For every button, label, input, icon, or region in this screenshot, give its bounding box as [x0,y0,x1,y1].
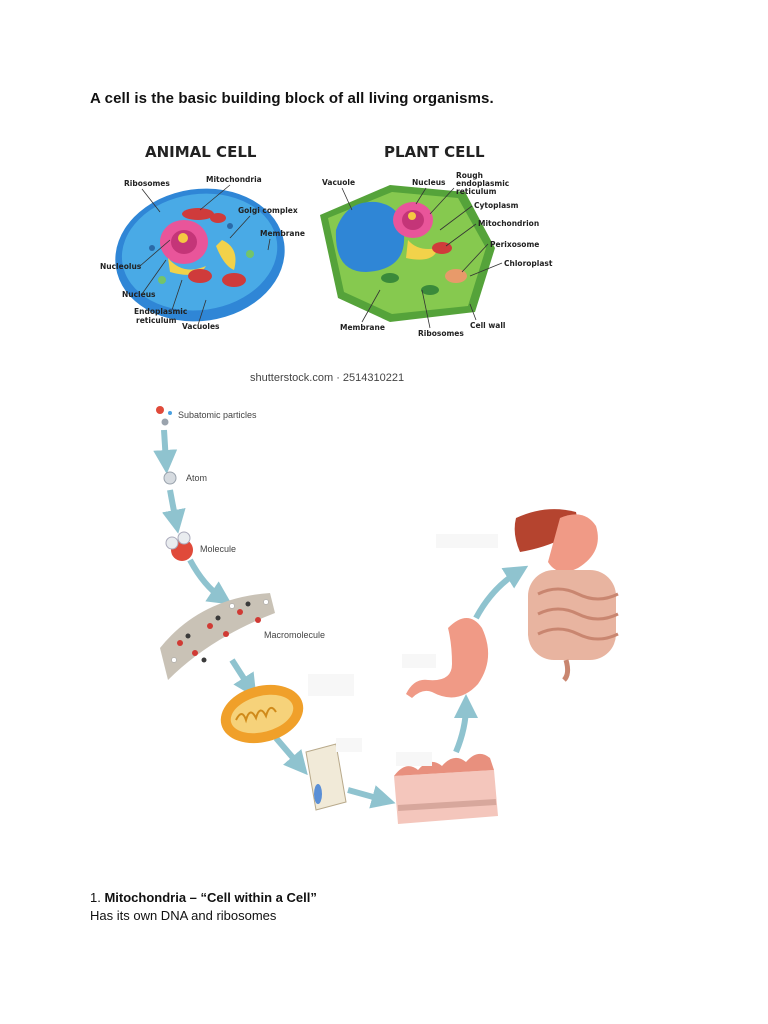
label-plant-membrane: Membrane [340,323,385,332]
label-placeholder-box [402,654,436,668]
animal-cell-illustration [115,188,285,322]
label-animal-membrane: Membrane [260,229,305,238]
label-plant-rough-er-3: reticulum [456,187,497,196]
intro-sentence: A cell is the basic building block of al… [90,90,494,107]
label-placeholder-box [308,674,354,696]
label-animal-er-2: reticulum [136,316,177,325]
label-animal-mitochondria: Mitochondria [206,175,262,184]
levels-of-organization-diagram: Subatomic particles Atom Molecule Macrom… [153,406,619,824]
section-heading: 1. Mitochondria – “Cell within a Cell” [90,890,317,905]
label-animal-nucleolus: Nucleolus [100,262,142,271]
label-placeholder-box [336,738,362,752]
organ-stomach-icon [406,618,489,698]
macromolecule-icon [160,593,275,680]
plant-cell-title: PLANT CELL [384,143,485,161]
label-plant-rough-er-2: endoplasmic [456,179,509,188]
molecule-icon [165,531,193,561]
atom-icon [163,471,177,485]
cell-icon [305,743,347,811]
section-number: 1. [90,890,105,905]
label-plant-cytoplasm: Cytoplasm [474,201,519,210]
plant-cell-illustration [320,185,495,322]
label-plant-chloroplast: Chloroplast [504,259,553,268]
flow-arrows [153,429,529,809]
organ-system-digestive-icon [514,509,619,682]
label-plant-nucleus: Nucleus [412,178,446,187]
image-credit: shutterstock.com · 2514310221 [250,372,405,384]
level-molecule-label: Molecule [200,544,236,554]
label-plant-vacuole: Vacuole [322,178,355,187]
section-body: Has its own DNA and ribosomes [90,908,277,923]
level-macromolecule-label: Macromolecule [264,630,325,640]
label-plant-cell-wall: Cell wall [470,321,505,330]
label-plant-rough-er-1: Rough [456,171,483,180]
label-animal-ribosomes: Ribosomes [124,179,170,188]
label-placeholder-box [396,752,432,766]
level-subatomic-label: Subatomic particles [178,410,257,420]
level-atom-label: Atom [186,473,207,483]
cell-diagram: ANIMAL CELL PLANT CELL Ribosomes Mitocho… [100,143,553,338]
tissue-icon [394,753,498,824]
animal-cell-title: ANIMAL CELL [145,143,257,161]
label-animal-nucleus: Nucleus [122,290,156,299]
label-animal-er-1: Endoplasmic [134,307,187,316]
label-plant-mitochondrion: Mitochondrion [478,219,539,228]
section-title: Mitochondria – “Cell within a Cell” [104,890,317,905]
label-animal-vacuoles: Vacuoles [182,322,220,331]
subatomic-particles-icon [156,406,172,426]
label-animal-golgi: Golgi complex [238,206,298,215]
organelle-mitochondrion-icon [220,684,304,744]
label-plant-ribosomes: Ribosomes [418,329,464,338]
label-plant-perixosome: Perixosome [490,240,539,249]
label-placeholder-box [436,534,498,548]
